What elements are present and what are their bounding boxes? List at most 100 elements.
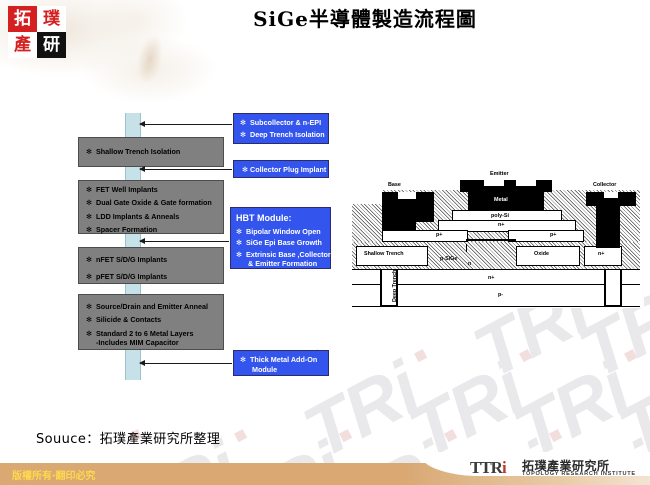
label-base: Base [388, 182, 401, 188]
module-line: ✻Thick Metal Add-On [240, 355, 318, 364]
bullet-icon: ✻ [240, 355, 247, 364]
deep-trench-left [380, 269, 398, 306]
copyright-notice: 版權所有‧翻印必究 [12, 471, 96, 482]
module-line: ✻Extrinsic Base ,Collector [236, 250, 331, 260]
substrate-top-border [352, 269, 640, 270]
module-line: ✻SiGe Epi Base Growth [236, 238, 322, 248]
flow-spine-segment-4 [125, 280, 141, 298]
slide-title: SiGe半導體製造流程圖 [253, 7, 477, 31]
poly-si-extension [438, 220, 576, 232]
bullet-icon: ✻ [240, 118, 247, 127]
module-header: HBT Module: [236, 213, 292, 223]
shallow-trench-region [356, 246, 428, 266]
process-subline: -Includes MIM Capacitor [96, 337, 179, 347]
paper-brush-stroke [123, 24, 177, 94]
n-plus-p-minus-junction-line [352, 284, 640, 285]
label-p-plus-right: p+ [550, 232, 557, 238]
extrinsic-base-left [382, 230, 468, 242]
label-shallow-trench: Shallow Trench [364, 251, 404, 257]
logo-char-3: 產 [8, 32, 37, 58]
bullet-icon: ✻ [86, 211, 93, 221]
bullet-icon: ✻ [86, 224, 93, 234]
left-top-void [352, 190, 382, 204]
label-p-substrate: p- [498, 292, 504, 298]
collector-contact-stem [596, 202, 620, 248]
collector-contact-notch [604, 192, 618, 198]
module-line: ✻Subcollector & n-EPI [240, 118, 322, 127]
module-box-collector-plug-implant[interactable]: ✻Collector Plug Implant [233, 160, 329, 178]
deep-trench-right [604, 269, 622, 306]
arrow-hbt-to-spine [139, 238, 229, 244]
base-contact-notch [398, 192, 416, 199]
logo-char-2: 璞 [37, 6, 66, 32]
label-p-sige: p-SiGe [440, 256, 458, 262]
label-n-plus-sinker: n+ [598, 251, 605, 257]
process-line: ✻LDD Implants & Anneals [86, 211, 180, 221]
p-sige-leader-line [466, 244, 467, 252]
label-collector: Collector [593, 182, 617, 188]
label-metal: Metal [494, 197, 508, 203]
substrate-bottom-border [352, 306, 640, 307]
label-oxide: Oxide [534, 251, 549, 257]
module-subline: Module [252, 364, 278, 374]
bullet-icon: ✻ [236, 226, 243, 236]
logo-char-1: 拓 [8, 6, 37, 32]
watermark-dot: ■ [230, 423, 251, 449]
process-line: ✻Silicide & Contacts [86, 315, 162, 325]
tri-footer-logo: TTRi 拓璞產業研究所 TOPOLOGY RESEARCH INSTITUTE [470, 458, 645, 482]
footer-curve-mask [420, 452, 650, 476]
sige-hbt-cross-section-diagram: Base Emitter Collector Metal poly-Si n+ … [348, 168, 644, 308]
tri-logo-english: TOPOLOGY RESEARCH INSTITUTE [522, 471, 636, 477]
emitter-metal-block [468, 190, 544, 212]
label-n-plus-buried: n+ [488, 275, 495, 281]
process-line: ✻Standard 2 to 6 Metal Layers [86, 328, 194, 338]
bullet-icon: ✻ [240, 129, 247, 139]
label-poly-si: poly-Si [491, 213, 509, 219]
module-line: ✻Collector Plug Implant [241, 165, 327, 174]
watermark-dot: ■ [440, 423, 461, 449]
module-box-subcollector[interactable]: ✻Subcollector & n-EPI ✻Deep Trench Isola… [233, 113, 329, 144]
p-sige-base-line [466, 239, 516, 241]
process-line: ✻pFET S/D/G Implants [86, 272, 168, 282]
label-p-plus-left: p+ [436, 232, 443, 238]
base-contact-stem [382, 210, 416, 230]
watermark-dot: ■ [545, 423, 566, 449]
tri-chinese-logo: 拓 璞 產 研 [8, 6, 66, 58]
process-box-fet-front-end[interactable]: ✻FET Well Implants ✻Dual Gate Oxide & Ga… [78, 180, 224, 234]
process-line: ✻Source/Drain and Emitter Anneal [86, 302, 208, 311]
module-subline: & Emitter Formation [248, 258, 318, 268]
label-deep-trench: Deep Trench [392, 269, 398, 302]
bullet-icon: ✻ [86, 147, 93, 156]
tri-logo-mark: TTRi [470, 458, 507, 477]
watermark-dot: ■ [515, 343, 536, 369]
process-line: ✻Spacer Formation [86, 224, 158, 234]
arrow-subcollector-to-spine [139, 121, 232, 127]
module-box-thick-metal-add-on[interactable]: ✻Thick Metal Add-On Module [233, 350, 329, 376]
watermark-dot: ■ [335, 423, 356, 449]
bullet-icon: ✻ [86, 272, 93, 282]
process-box-sdg-implants[interactable]: ✻nFET S/D/G Implants ✻pFET S/D/G Implant… [78, 247, 224, 284]
extrinsic-base-right [508, 230, 584, 242]
source-credit: Souuce：拓璞產業研究所整理 [36, 432, 221, 447]
arrow-thick-metal-to-spine [139, 360, 232, 366]
label-emitter: Emitter [490, 171, 509, 177]
bullet-icon: ✻ [236, 238, 243, 248]
watermark-dot: ■ [620, 343, 641, 369]
module-box-hbt[interactable]: HBT Module: ✻Bipolar Window Open ✻SiGe E… [230, 207, 331, 269]
bullet-icon: ✻ [86, 198, 93, 208]
bullet-icon: ✻ [236, 250, 243, 260]
bullet-icon: ✻ [86, 302, 93, 311]
emitter-contact-notch-right [516, 180, 536, 186]
process-line: ✻FET Well Implants [86, 185, 158, 194]
module-line: ✻Bipolar Window Open [236, 226, 321, 236]
bullet-icon: ✻ [86, 255, 93, 264]
process-box-back-end[interactable]: ✻Source/Drain and Emitter Anneal ✻Silici… [78, 294, 224, 350]
bullet-icon: ✻ [86, 185, 93, 194]
bullet-icon: ✻ [86, 315, 93, 325]
process-box-shallow-trench-isolation[interactable]: ✻Shallow Trench Isolation [78, 137, 224, 167]
tri-logo-chinese: 拓璞產業研究所 [522, 459, 610, 473]
oxide-region [516, 246, 580, 266]
process-line: ✻nFET S/D/G Implants [86, 255, 168, 264]
label-n-base: n [468, 261, 472, 267]
